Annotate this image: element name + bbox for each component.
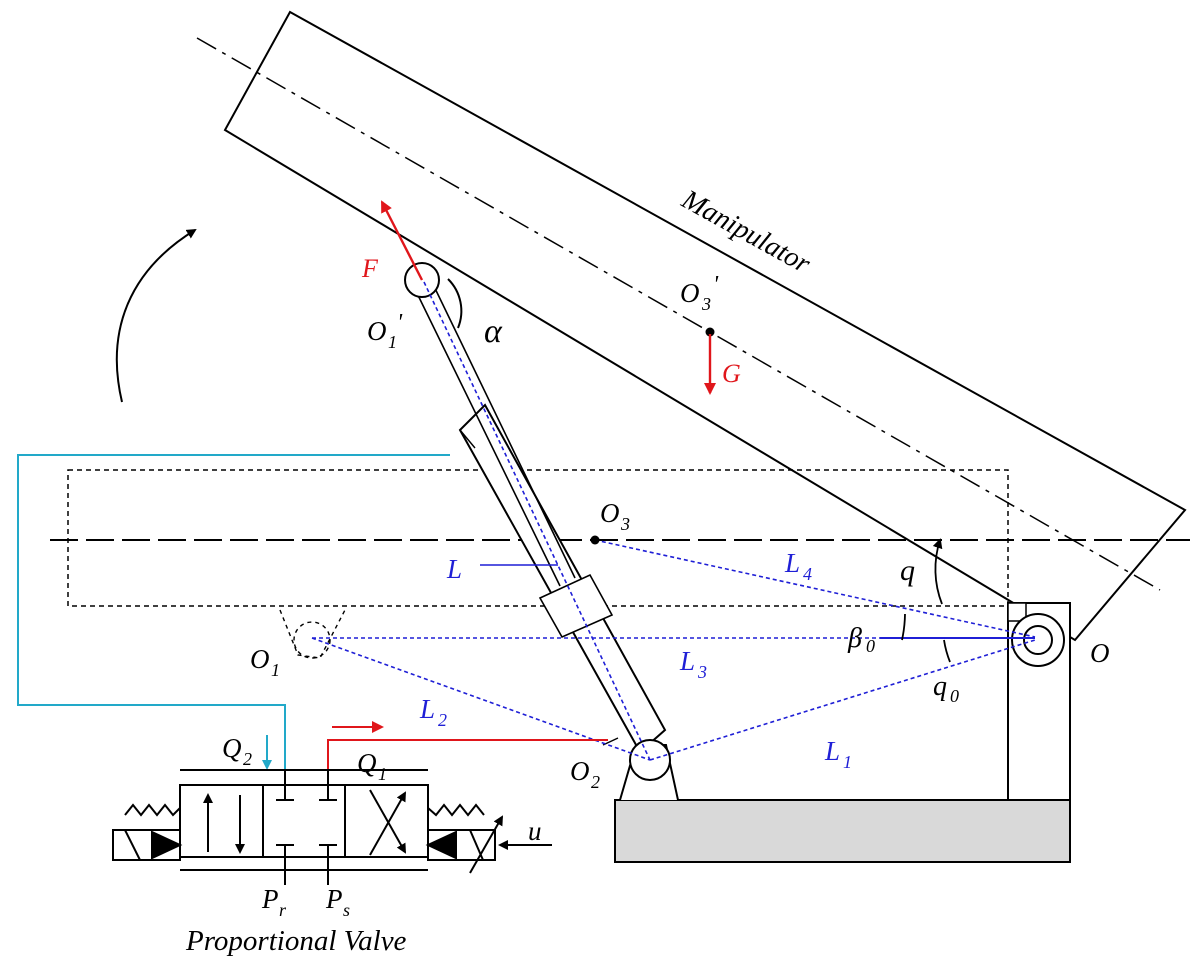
force-label: F xyxy=(361,254,379,283)
rotation-arrow xyxy=(115,228,197,403)
svg-text:O: O xyxy=(250,644,270,674)
q-arc xyxy=(932,538,943,605)
initial-pivot-o1 xyxy=(293,621,331,659)
l1-line xyxy=(649,639,1036,761)
svg-text:r: r xyxy=(279,900,287,920)
alpha-label: α xyxy=(484,313,503,350)
o3-label: O 3 xyxy=(600,498,630,534)
l2-line xyxy=(311,637,651,761)
svg-text:': ' xyxy=(397,310,403,336)
svg-text:': ' xyxy=(713,272,719,298)
manipulator-arm xyxy=(196,10,1187,642)
q1-label: Q 1 xyxy=(357,748,387,784)
beta0-label: β 0 xyxy=(847,623,875,656)
svg-text:1: 1 xyxy=(388,332,397,352)
l1-label: L 1 xyxy=(824,736,852,772)
svg-text:L: L xyxy=(784,548,800,578)
piston xyxy=(538,573,614,639)
ps-label: P s xyxy=(325,884,350,920)
svg-text:3: 3 xyxy=(620,514,630,534)
force-arrow xyxy=(380,200,424,281)
l3-label: L 3 xyxy=(679,646,707,682)
svg-text:P: P xyxy=(325,884,343,914)
q-label: q xyxy=(900,554,915,587)
o1-prime-label: O 1 ' xyxy=(367,310,403,352)
svg-text:0: 0 xyxy=(866,636,875,656)
q2-label: Q 2 xyxy=(222,733,252,769)
right-spring xyxy=(427,803,485,817)
piston-rod-left xyxy=(412,284,561,587)
svg-text:Q: Q xyxy=(357,748,377,778)
svg-text:L: L xyxy=(419,694,435,724)
l2-label: L 2 xyxy=(419,694,447,730)
svg-text:s: s xyxy=(343,900,350,920)
valve-label: Proportional Valve xyxy=(185,925,407,957)
ground-base xyxy=(614,602,1071,863)
o1-label: O 1 xyxy=(250,644,280,680)
o-label: O xyxy=(1090,638,1110,668)
svg-text:1: 1 xyxy=(843,752,852,772)
point-o3-prime xyxy=(705,327,715,337)
svg-text:1: 1 xyxy=(271,660,280,680)
svg-text:4: 4 xyxy=(803,564,812,584)
supply-line xyxy=(327,739,608,770)
svg-text:O: O xyxy=(600,498,620,528)
valve-body xyxy=(179,784,429,858)
hydraulic-lines xyxy=(17,454,608,770)
svg-text:L: L xyxy=(679,646,695,676)
pr-label: P r xyxy=(261,884,287,920)
svg-text:2: 2 xyxy=(591,772,600,792)
return-line xyxy=(17,454,450,770)
angle-arcs xyxy=(901,538,951,663)
piston-rod-right xyxy=(429,277,576,579)
svg-text:O: O xyxy=(570,756,590,786)
o2-label: O 2 xyxy=(570,756,600,792)
gravity-label: G xyxy=(722,359,741,388)
l4-line xyxy=(594,539,1036,638)
beta0-arc xyxy=(901,613,906,641)
svg-text:β: β xyxy=(847,623,862,654)
svg-text:1: 1 xyxy=(378,764,387,784)
svg-text:P: P xyxy=(261,884,279,914)
initial-manipulator-outline xyxy=(50,469,1190,659)
svg-text:2: 2 xyxy=(243,749,252,769)
svg-text:O: O xyxy=(367,316,387,346)
geometry-lines xyxy=(311,281,1036,761)
q0-label: q 0 xyxy=(933,671,959,706)
u-label: u xyxy=(528,816,542,846)
svg-text:O: O xyxy=(680,278,700,308)
svg-text:2: 2 xyxy=(438,710,447,730)
svg-text:0: 0 xyxy=(950,686,959,706)
l4-label: L 4 xyxy=(784,548,812,584)
proportional-valve xyxy=(112,769,552,885)
svg-text:3: 3 xyxy=(697,662,707,682)
point-o3 xyxy=(590,535,600,545)
left-spring xyxy=(124,803,181,817)
svg-text:q: q xyxy=(933,671,947,702)
alpha-arc xyxy=(447,278,463,329)
svg-text:3: 3 xyxy=(701,294,711,314)
o3-prime-label: O 3 ' xyxy=(680,272,719,314)
svg-text:L: L xyxy=(824,736,840,766)
l-label: L xyxy=(446,554,462,584)
hydraulic-cylinder xyxy=(412,277,667,754)
q0-arc xyxy=(943,639,951,663)
svg-text:Q: Q xyxy=(222,733,242,763)
manipulator-centerline xyxy=(196,37,1161,591)
